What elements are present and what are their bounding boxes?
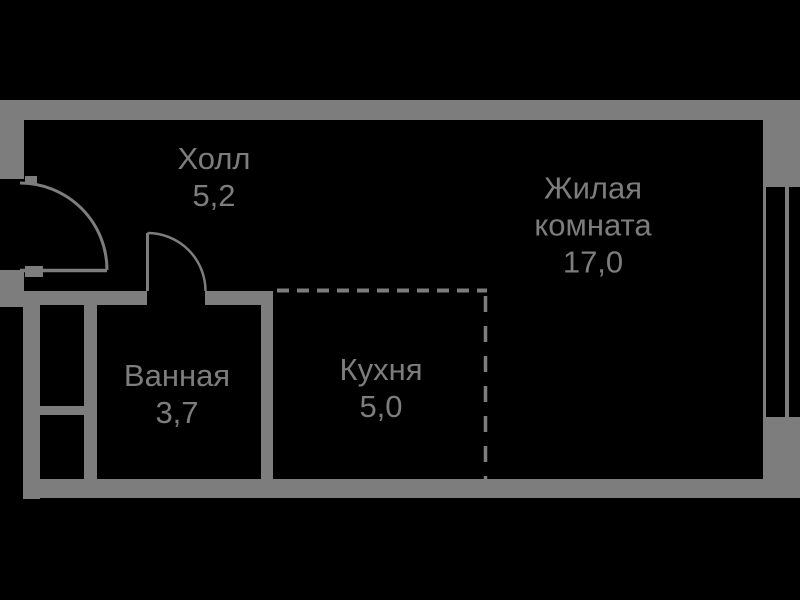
entrance-door-frame-top	[25, 176, 37, 184]
wall-niche-bathroom	[84, 305, 97, 480]
window-inner-line	[763, 187, 766, 417]
wall-bathroom-kitchen	[261, 291, 273, 480]
room-label-hall: Холл 5,2	[114, 140, 314, 214]
wall-left-upper	[0, 120, 24, 179]
wall-left-lower	[23, 305, 40, 499]
room-name-kitchen: Кухня	[339, 352, 423, 387]
room-label-bathroom: Ванная 3,7	[67, 357, 287, 431]
window-glass-line	[785, 187, 789, 417]
entrance-door-arc	[19, 181, 109, 271]
wall-hall-bath-left-segment	[23, 291, 147, 305]
room-name-hall: Холл	[177, 141, 251, 176]
room-area-kitchen: 5,0	[359, 389, 403, 424]
room-name-bathroom: Ванная	[123, 358, 231, 393]
room-label-kitchen: Кухня 5,0	[281, 351, 481, 425]
bathroom-door-arc	[147, 231, 207, 292]
niche-divider	[40, 406, 84, 415]
wall-right-above-window	[763, 120, 800, 187]
wall-bottom	[23, 479, 800, 498]
wall-right-below-window	[763, 417, 800, 479]
room-area-bathroom: 3,7	[155, 395, 199, 430]
wall-top	[0, 100, 800, 120]
room-name-living-room: Жилая комната	[534, 170, 652, 243]
wall-hall-bath-right-segment	[205, 291, 273, 305]
room-area-living-room: 17,0	[562, 244, 624, 280]
room-label-living-room: Жилая комната 17,0	[513, 170, 673, 281]
room-area-hall: 5,2	[192, 178, 236, 213]
wall-left-below-door	[0, 270, 24, 307]
